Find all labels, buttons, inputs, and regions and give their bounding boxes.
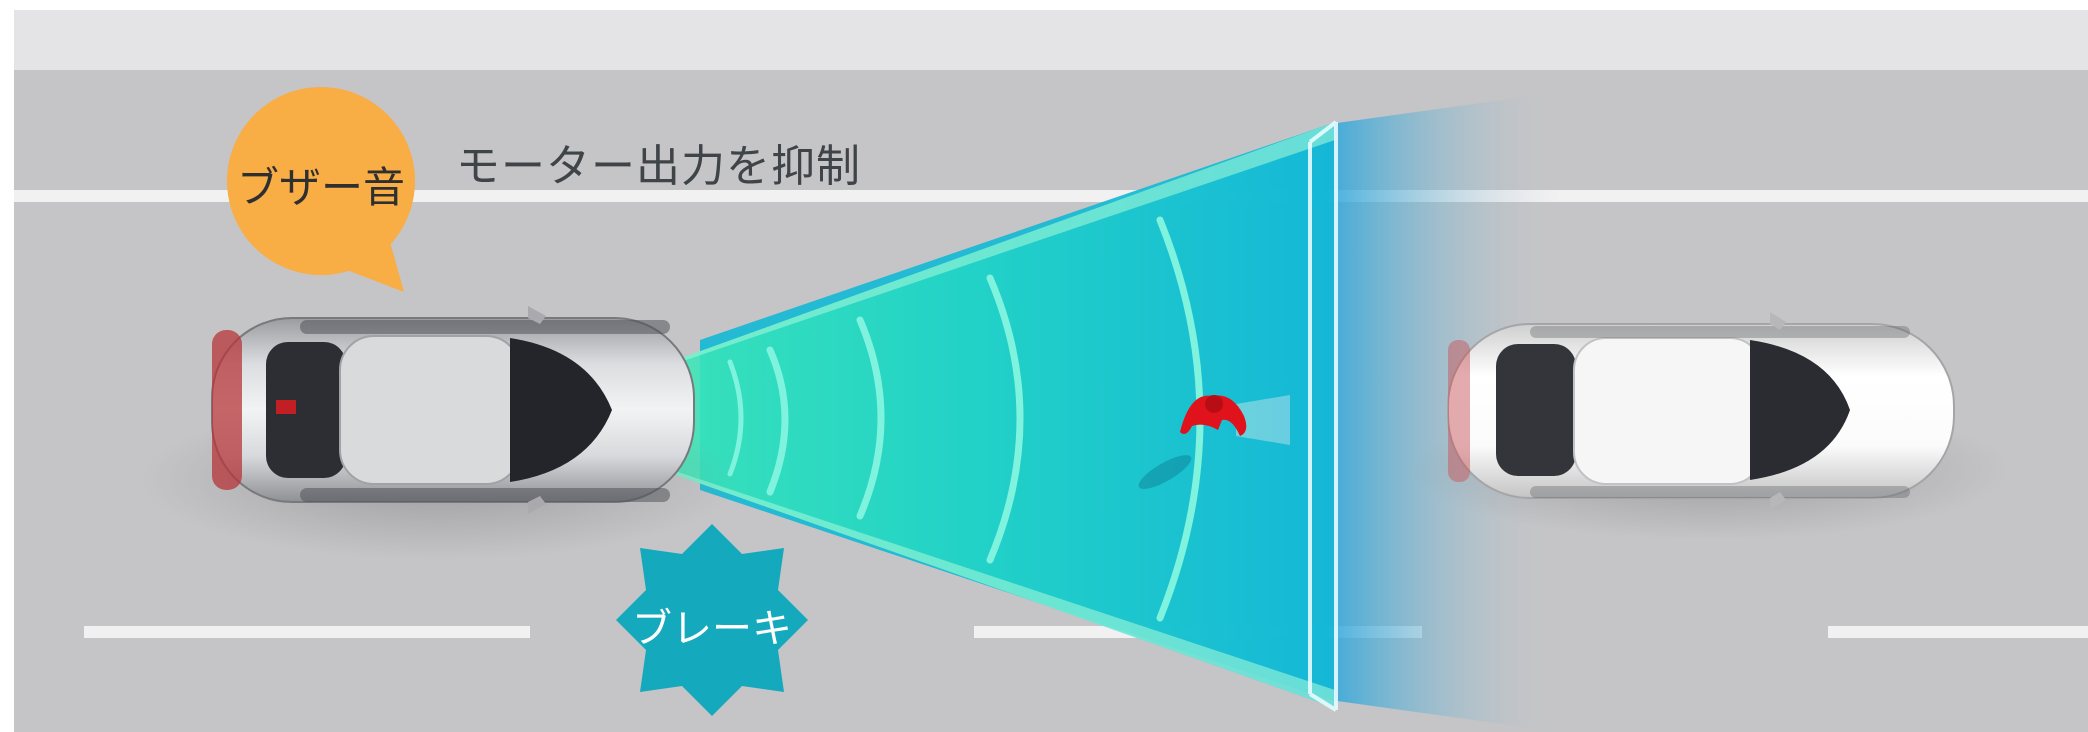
radar-wave-3: [856, 316, 885, 520]
sensor-beam: [515, 122, 1335, 708]
detection-area-fade: [1330, 92, 1560, 732]
detection-plane: [1308, 120, 1338, 712]
lane-dash-1: [84, 626, 530, 638]
sidewalk: [0, 0, 2088, 70]
radar-wave-2: [766, 346, 789, 496]
sensor-beam-top-edge: [515, 122, 1335, 418]
motor-output-label: モーター出力を抑制: [456, 141, 861, 192]
sidewalk-top: [0, 0, 2088, 10]
silver-car-icon: [140, 306, 740, 560]
brake-label: ブレーキ: [632, 606, 792, 652]
buzzer-label: ブザー音: [236, 163, 405, 212]
radar-wave-1: [727, 359, 744, 477]
buzzer-speech-bubble: [227, 87, 415, 292]
pedestrian-icon: [1138, 395, 1290, 489]
white-car-icon: [1410, 312, 2010, 540]
brake-burst: [616, 524, 808, 716]
lane-dash-3: [1828, 626, 2088, 638]
radar-wave-4: [986, 274, 1024, 564]
lane-line-solid: [14, 190, 2088, 202]
left-margin: [0, 0, 14, 732]
